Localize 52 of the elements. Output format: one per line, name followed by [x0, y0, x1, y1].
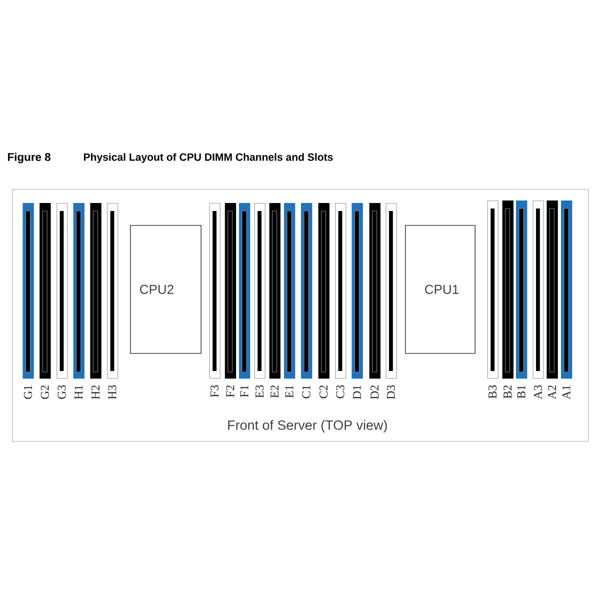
slot-label: E3 [256, 385, 264, 398]
slot-label: F1 [240, 385, 248, 398]
dimm-slot [502, 200, 514, 379]
slot-label: D1 [352, 385, 361, 400]
slot-label: A1 [562, 385, 570, 400]
figure-number: Figure 8 [8, 152, 50, 164]
slot-label: G1 [24, 385, 32, 399]
cpu-box: CPU2 [130, 225, 202, 354]
cpu-box: CPU1 [405, 225, 476, 354]
dimm-slot [386, 203, 397, 379]
slot-label: H1 [74, 385, 82, 400]
dimm-slot [487, 200, 498, 379]
dimm-slot [224, 203, 236, 379]
dimm-slot [561, 200, 572, 379]
dimm-slot [107, 203, 118, 379]
slot-label: B2 [504, 385, 512, 398]
dimm-slot [254, 203, 266, 379]
dimm-slot [209, 203, 220, 379]
dimm-slot [40, 203, 51, 379]
figure-title: Physical Layout of CPU DIMM Channels and Slots [84, 153, 333, 163]
slot-label: D2 [370, 385, 379, 400]
dimm-slot [301, 203, 312, 379]
slot-label: D3 [386, 385, 395, 400]
dimm-slot [352, 203, 363, 379]
dimm-slot [269, 203, 280, 379]
dimm-slot [318, 203, 330, 379]
slot-label: B3 [488, 385, 497, 398]
slot-label: B1 [517, 385, 526, 398]
slot-label: C1 [302, 385, 310, 398]
slot-label: H2 [91, 385, 100, 400]
slot-label: E1 [285, 385, 294, 398]
dimm-slot [239, 203, 250, 379]
slot-label: G2 [40, 385, 49, 399]
dimm-slot [56, 203, 68, 379]
dimm-slot [532, 200, 544, 379]
dimm-slot [90, 203, 102, 379]
slot-label: A3 [534, 385, 542, 400]
dimm-slot [335, 203, 346, 379]
slot-label: C3 [336, 385, 344, 398]
dimm-slot [73, 203, 84, 379]
slot-label: A2 [548, 385, 556, 400]
slot-label: F2 [226, 385, 234, 398]
dimm-slot [284, 203, 296, 379]
slot-label: F3 [210, 385, 219, 398]
dimm-slot [22, 203, 34, 379]
slot-label: H3 [108, 385, 116, 400]
dimm-slot [369, 203, 380, 379]
dimm-slot [516, 200, 528, 379]
dimm-slot [546, 200, 558, 379]
slot-label: C2 [320, 385, 328, 398]
slot-label: G3 [58, 385, 66, 399]
slot-label: E2 [270, 385, 279, 398]
